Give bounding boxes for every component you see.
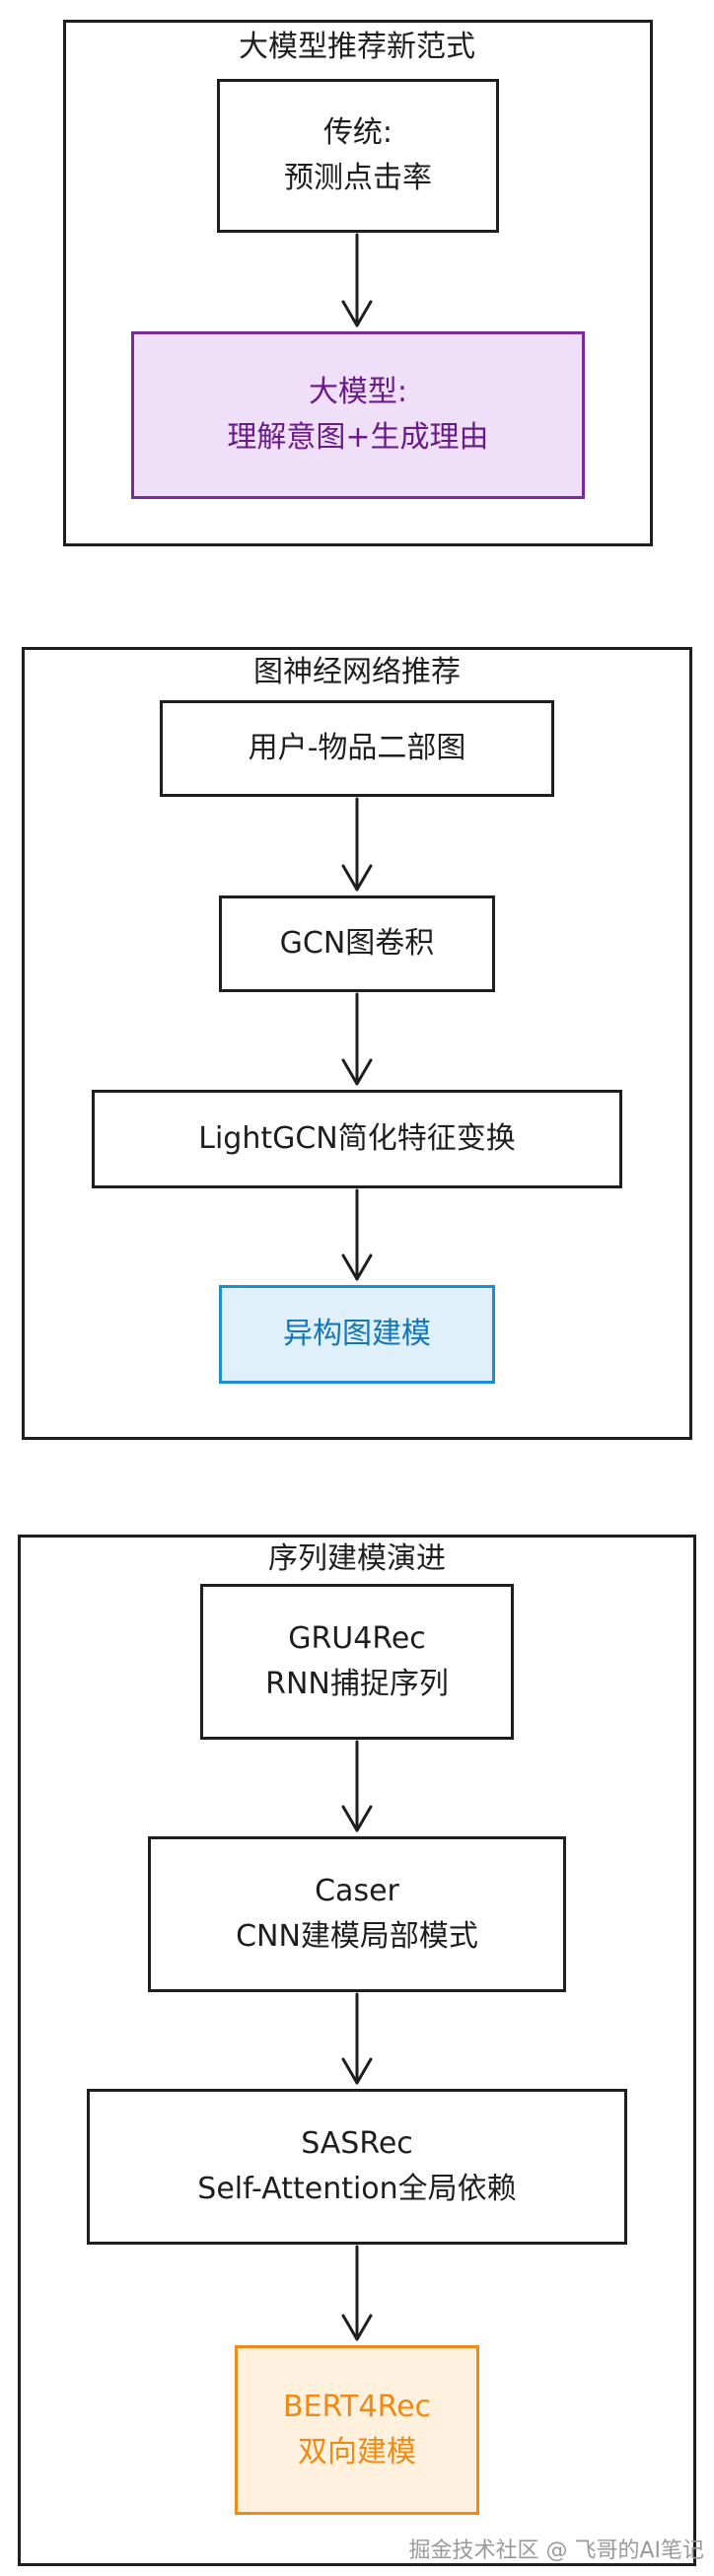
node-llm-intent-line2: 理解意图+生成理由 [227,420,489,455]
node-traditional-ctr-line1: 传统: [322,115,393,150]
node-lightgcn-label: LightGCN简化特征变换 [198,1121,516,1156]
node-caser-line2: CNN建模局部模式 [236,1919,478,1954]
node-sasrec-line1: SASRec [301,2126,413,2161]
node-traditional-ctr-line2: 预测点击率 [284,161,432,195]
node-lightgcn: LightGCN简化特征变换 [92,1090,622,1188]
node-sasrec: SASRec Self-Attention全局依赖 [87,2089,627,2245]
node-bert4rec-line1: BERT4Rec [282,2390,432,2424]
node-bert4rec-line2: 双向建模 [298,2435,416,2469]
node-gru4rec-line2: RNN捕捉序列 [265,1667,449,1701]
group-llm-paradigm-title: 大模型推荐新范式 [235,30,479,65]
node-gru4rec: GRU4Rec RNN捕捉序列 [200,1584,514,1740]
node-traditional-ctr: 传统: 预测点击率 [217,79,499,233]
node-user-item-bipartite: 用户-物品二部图 [160,700,554,797]
node-heterogeneous-graph: 异构图建模 [219,1285,495,1384]
node-llm-intent-line1: 大模型: [308,375,408,409]
node-bert4rec: BERT4Rec 双向建模 [235,2345,479,2515]
node-user-item-bipartite-label: 用户-物品二部图 [248,731,466,765]
group-sequence-modeling-title: 序列建模演进 [264,1541,450,1577]
group-gnn-title: 图神经网络推荐 [250,655,464,690]
node-gcn: GCN图卷积 [219,895,495,992]
node-llm-intent: 大模型: 理解意图+生成理由 [131,331,585,499]
node-heterogeneous-graph-label: 异构图建模 [283,1317,431,1351]
node-caser-line1: Caser [315,1874,399,1908]
node-gcn-label: GCN图卷积 [279,926,435,961]
node-caser: Caser CNN建模局部模式 [148,1836,566,1992]
node-gru4rec-line1: GRU4Rec [288,1621,426,1656]
node-sasrec-line2: Self-Attention全局依赖 [197,2172,517,2206]
watermark: 掘金技术社区 @ 飞哥的AI笔记 [408,2539,704,2563]
